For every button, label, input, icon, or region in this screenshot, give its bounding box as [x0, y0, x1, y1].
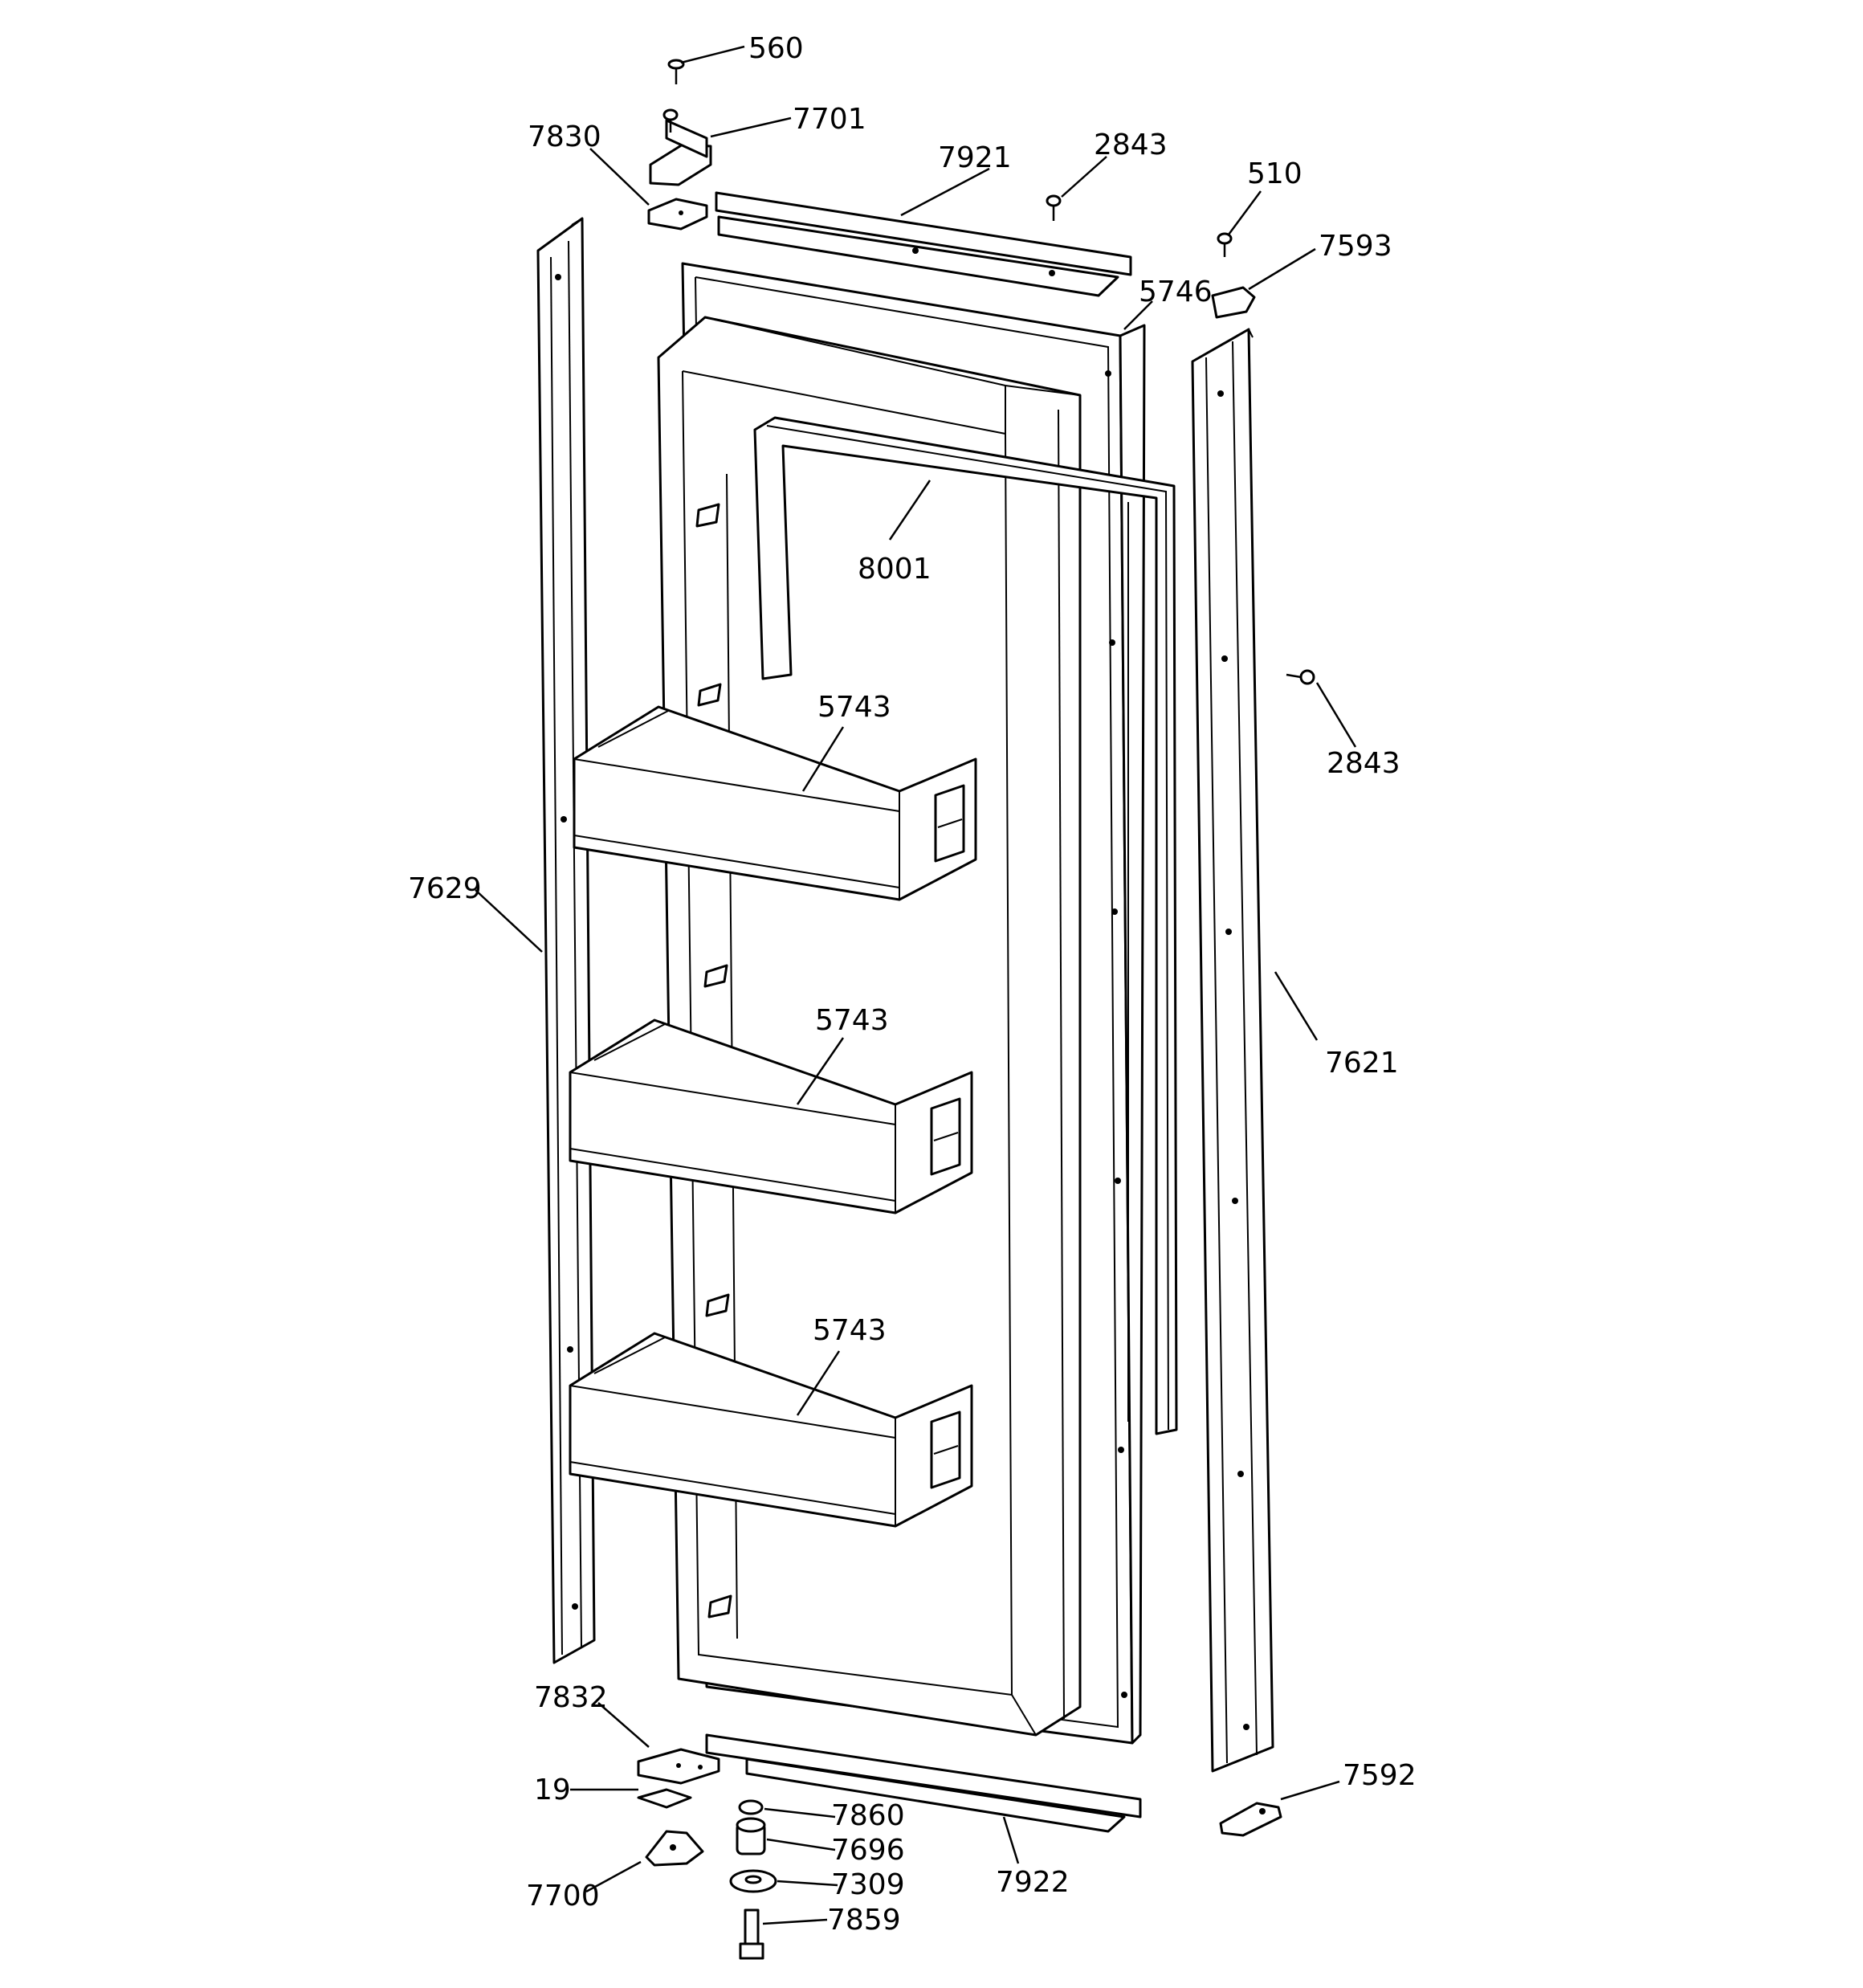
part-5743-door-bin-bottom: [569, 1332, 973, 1528]
label-7701: 7701: [793, 103, 866, 136]
label-7921: 7921: [938, 141, 1012, 174]
part-19-shim: [637, 1788, 692, 1809]
part-7922-bottom-door-trim: [705, 1733, 1142, 1833]
part-7830-hinge-shim: [647, 198, 708, 231]
label-5743-top: 5743: [817, 691, 891, 724]
part-7701-top-hinge: [649, 108, 712, 186]
label-560: 560: [748, 32, 804, 65]
part-7700-bottom-hinge: [645, 1830, 704, 1867]
leader-lines: [475, 45, 1357, 1925]
part-2843-screw-side: [1286, 669, 1315, 685]
label-2843-side: 2843: [1327, 747, 1400, 780]
part-7621-right-door-trim: [1191, 328, 1274, 1773]
label-7696: 7696: [831, 1834, 905, 1867]
label-7922: 7922: [996, 1866, 1070, 1899]
label-7859: 7859: [827, 1904, 901, 1937]
label-7593: 7593: [1319, 230, 1392, 263]
label-19: 19: [534, 1774, 571, 1806]
label-7830: 7830: [528, 120, 601, 153]
part-7696-bushing: [736, 1817, 766, 1855]
label-5743-middle: 5743: [815, 1004, 889, 1037]
label-7860: 7860: [831, 1799, 905, 1832]
part-2843-screw-top: [1046, 194, 1062, 221]
label-7309: 7309: [831, 1868, 905, 1901]
part-7921-top-door-trim: [715, 191, 1132, 297]
part-8001-door-gasket: [753, 416, 1178, 1435]
part-560-screw: [667, 59, 685, 84]
label-7621: 7621: [1325, 1047, 1399, 1080]
label-510: 510: [1247, 157, 1302, 190]
label-7700: 7700: [526, 1880, 600, 1912]
label-7629: 7629: [408, 872, 482, 905]
part-7309-washer: [729, 1869, 777, 1893]
part-7592-hinge-cover-bottom: [1219, 1802, 1282, 1837]
part-7832-hinge-shim-bottom: [637, 1748, 720, 1785]
label-2843-top: 2843: [1094, 129, 1168, 161]
part-7860-washer: [738, 1799, 764, 1815]
label-7592: 7592: [1343, 1759, 1417, 1792]
label-7832: 7832: [534, 1681, 608, 1714]
part-5743-door-bin-top: [573, 705, 977, 901]
part-7593-hinge-cover: [1211, 286, 1256, 319]
part-510-screw: [1217, 232, 1233, 257]
label-8001: 8001: [858, 553, 932, 586]
label-5743-bottom: 5743: [813, 1314, 887, 1347]
part-5743-door-bin-middle: [569, 1018, 973, 1214]
part-7859-bolt: [739, 1908, 764, 1960]
callout-labels: 560 7701 7830 7921 2843 510 7593 5746 80…: [408, 32, 1417, 1937]
label-5746: 5746: [1139, 276, 1213, 308]
